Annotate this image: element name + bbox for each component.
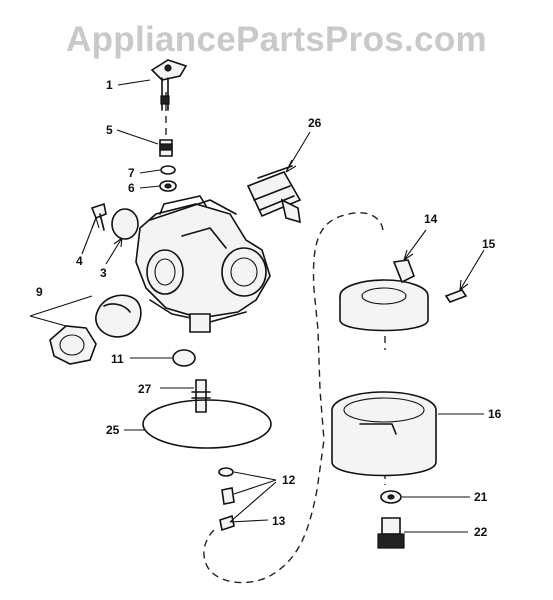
label-part-27: 27 — [138, 382, 152, 396]
leader-3 — [105, 237, 123, 265]
leader-1 — [117, 79, 151, 86]
carburetor-body — [135, 195, 271, 333]
label-part-26: 26 — [308, 116, 322, 130]
part-14-float — [339, 259, 429, 332]
part-16-float-bowl — [331, 391, 437, 477]
part-15-float-pin — [444, 289, 468, 303]
leader-12 — [233, 471, 277, 495]
label-part-9: 9 — [36, 285, 43, 299]
part-11-plug — [172, 349, 196, 367]
label-part-14: 14 — [424, 212, 438, 226]
part-1-float-lever — [150, 59, 188, 111]
leader-13 — [229, 481, 277, 523]
leader-6 — [139, 185, 161, 189]
part-27-nozzle — [191, 379, 211, 413]
label-part-15: 15 — [482, 237, 496, 251]
label-part-13: 13 — [272, 514, 286, 528]
watermark-text: AppliancePartsPros.com — [66, 20, 487, 59]
part-9-bracket — [29, 295, 93, 327]
label-part-5: 5 — [106, 123, 113, 137]
leader-5 — [116, 129, 159, 145]
label-part-4: 4 — [76, 254, 83, 268]
label-part-22: 22 — [474, 525, 488, 539]
part-7-o-ring — [160, 165, 176, 175]
part-22-bowl-nut — [377, 517, 405, 549]
label-part-3: 3 — [100, 266, 107, 280]
part-9-primer-bulb — [49, 294, 142, 365]
part-12-washer-b — [221, 487, 235, 505]
dashed-assembly-line — [203, 212, 384, 584]
label-part-7: 7 — [128, 166, 135, 180]
label-part-6: 6 — [128, 181, 135, 195]
leader-7 — [139, 169, 161, 174]
part-4-screw — [90, 202, 107, 231]
leader-14 — [403, 229, 427, 261]
part-13-pin — [219, 514, 235, 532]
label-part-1: 1 — [106, 78, 113, 92]
label-part-12: 12 — [282, 473, 296, 487]
part-3-disc — [111, 208, 139, 240]
label-part-25: 25 — [106, 423, 120, 437]
label-part-11: 11 — [111, 352, 124, 366]
part-26-solenoid — [246, 165, 302, 224]
label-part-16: 16 — [488, 407, 502, 421]
leader-15 — [459, 249, 485, 291]
part-12-washer-a — [218, 467, 234, 477]
label-part-21: 21 — [474, 490, 488, 504]
part-5-needle — [159, 139, 173, 157]
leader-26 — [285, 131, 311, 173]
part-25-gasket — [142, 399, 272, 449]
